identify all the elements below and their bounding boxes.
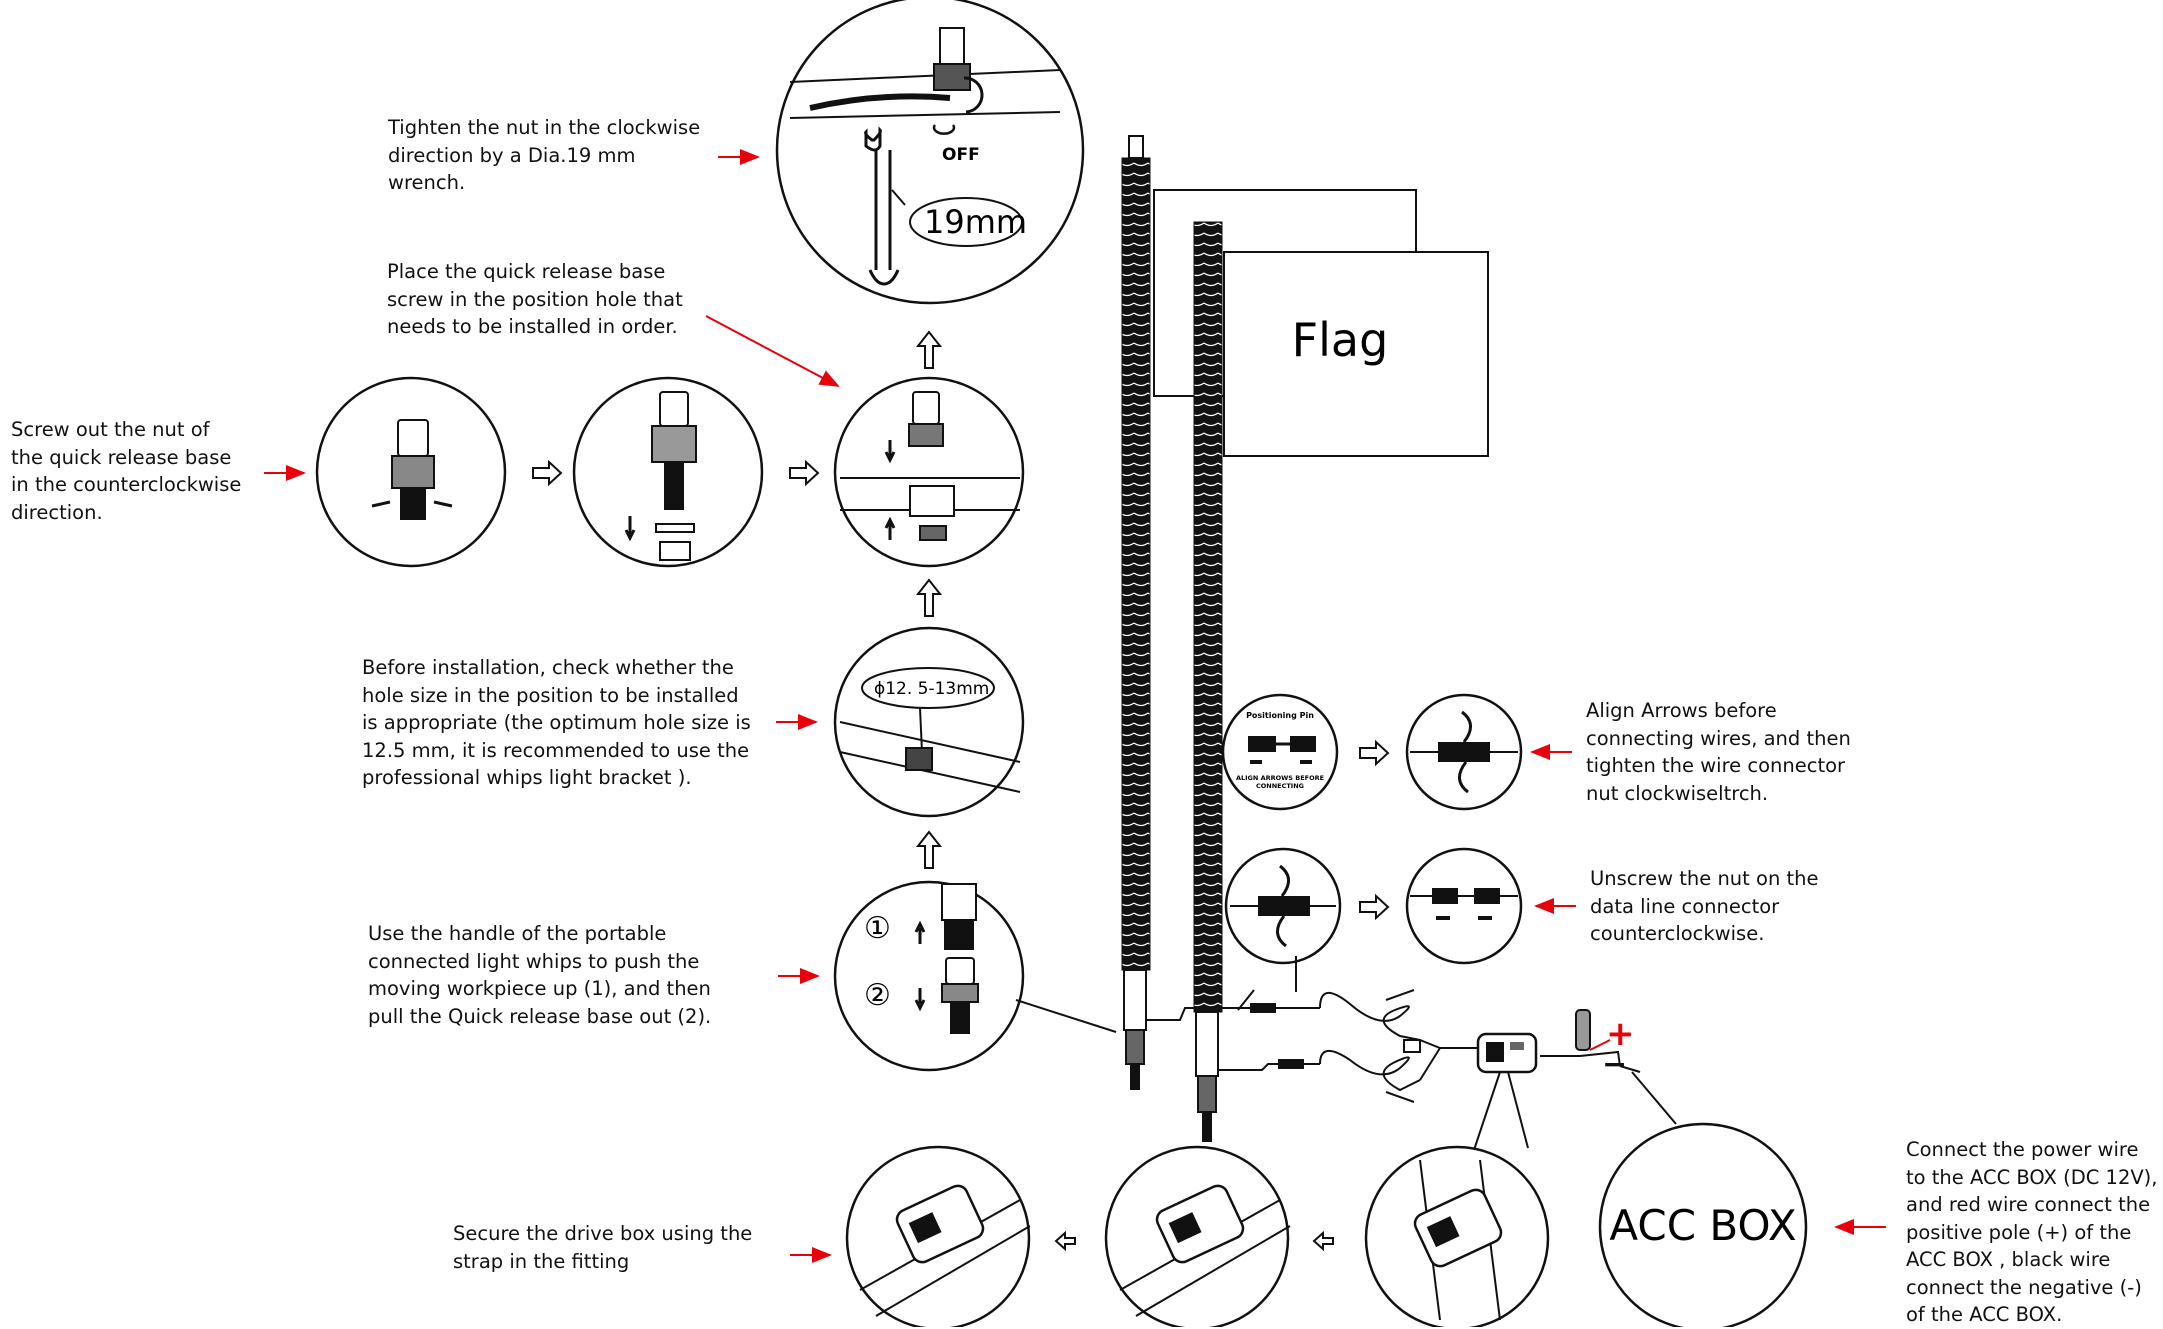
step-circle-hole-size: ϕ12. 5-13mm (833, 626, 1025, 818)
flow-arrow-up-3 (915, 830, 943, 869)
note-use-handle: Use the handle of the portable connected… (368, 922, 712, 1028)
step-circle-unscrewed (1405, 847, 1523, 965)
negative-mark: − (1602, 1047, 1627, 1082)
whip-light-left (1121, 135, 1151, 1090)
harness-connector-1 (1250, 1003, 1276, 1013)
align-before-label: ALIGN ARROWS BEFORE (1236, 774, 1324, 782)
flow-arrow-up-2 (915, 578, 943, 617)
positive-mark: + (1606, 1014, 1635, 1054)
step-circle-place-base (833, 376, 1025, 568)
positioning-pin-label: Positioning Pin (1246, 711, 1314, 720)
step-circle-pull-out: ① ② (833, 880, 1117, 1072)
step-two-mark: ② (864, 979, 891, 1012)
note-check-hole: Before installation, check whether the h… (362, 656, 751, 789)
flow-arrow-right-1 (532, 459, 563, 487)
step-circle-twist (1224, 847, 1342, 992)
drive-box (1476, 1032, 1538, 1074)
note-connect-power: Connect the power wire to the ACC BOX (D… (1906, 1138, 2158, 1326)
flow-arrow-left-1 (1312, 1230, 1334, 1252)
step-circle-tighten: OFF 19mm (775, 0, 1085, 305)
flow-arrows (532, 330, 1390, 1252)
flow-arrow-up-1 (915, 330, 943, 369)
leader-drive-box (1473, 1071, 1529, 1151)
flow-arrow-right-3 (1359, 739, 1390, 767)
red-lead (1589, 1039, 1611, 1051)
note-unscrew-nut: Unscrew the nut on the data line connect… (1590, 867, 1819, 945)
flow-arrow-right-4 (1359, 893, 1390, 921)
whip-right-over-flag (1193, 221, 1223, 723)
connecting-label: CONNECTING (1256, 782, 1304, 790)
hole-size-label: ϕ12. 5-13mm (874, 679, 989, 699)
wrench-size-label: 19mm (924, 203, 1027, 241)
harness-connector-2 (1278, 1059, 1304, 1069)
off-label: OFF (942, 145, 980, 165)
leader-twist (1237, 989, 1255, 1011)
pointer-arrows (264, 149, 1886, 1263)
note-screw-out: Screw out the nut of the quick release b… (11, 418, 242, 524)
step-circle-box-secured (845, 1145, 1031, 1327)
flag-front: Flag (1223, 251, 1489, 457)
step-circle-box-strap (1104, 1145, 1291, 1327)
step-circle-tightened (1405, 693, 1523, 811)
note-place-base: Place the quick release base screw in th… (387, 260, 683, 338)
note-align-arrows: Align Arrows before connecting wires, an… (1586, 699, 1851, 805)
flow-arrow-right-2 (789, 459, 820, 487)
arrow-place-base (705, 315, 840, 387)
step-one-mark: ① (864, 912, 891, 945)
acc-box-label: ACC BOX (1609, 1201, 1796, 1250)
flag-label: Flag (1292, 313, 1389, 367)
acc-box: ACC BOX (1598, 1071, 1808, 1327)
flow-arrow-left-2 (1054, 1230, 1076, 1252)
note-tighten-nut: Tighten the nut in the clockwise directi… (388, 116, 701, 194)
step-circle-screw-out (315, 376, 507, 568)
step-circle-align-arrows: Positioning Pin ALIGN ARROWS BEFORE CONN… (1221, 693, 1339, 811)
note-secure-box: Secure the drive box using the strap in … (453, 1222, 753, 1273)
step-circle-box-start (1364, 1145, 1550, 1327)
step-circle-parts (572, 376, 764, 568)
